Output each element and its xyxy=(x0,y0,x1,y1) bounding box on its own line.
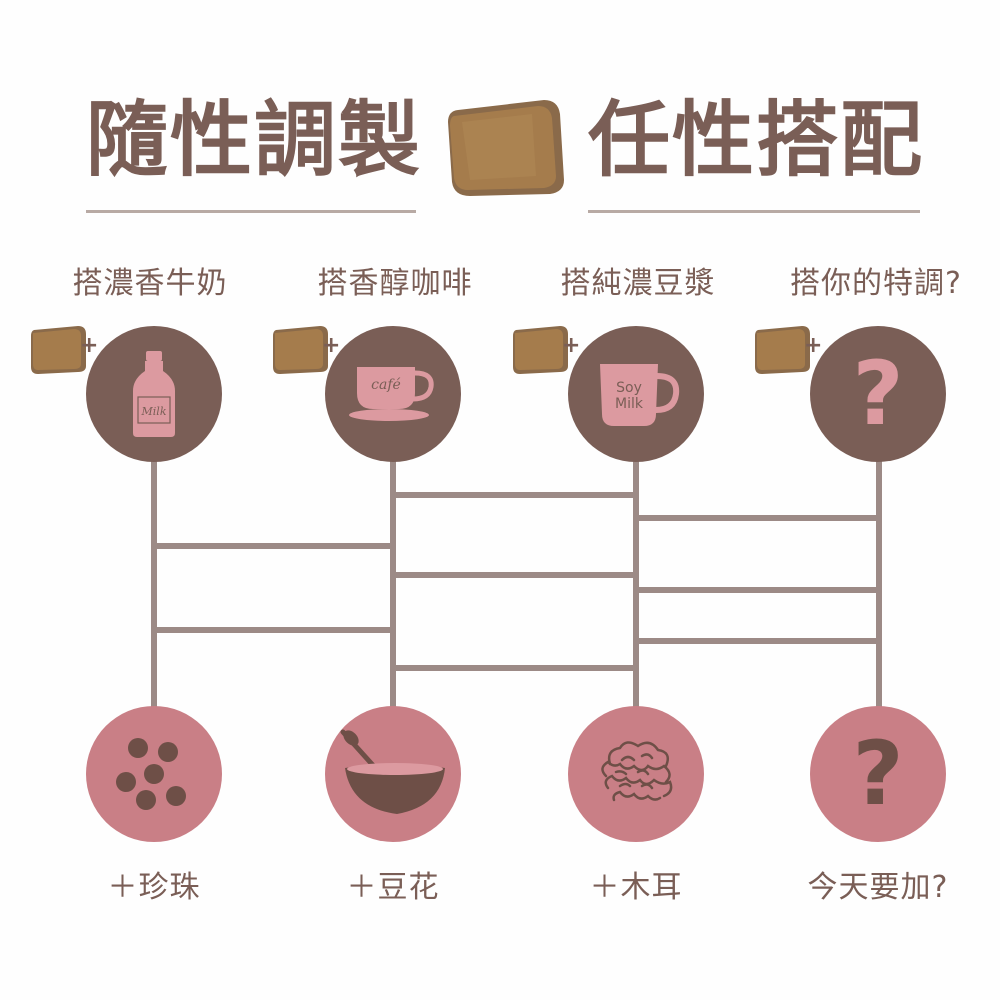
soy-mug-text-line1: Soy xyxy=(616,380,642,396)
brown-sugar-cube-icon xyxy=(448,100,564,196)
title-right-underline xyxy=(588,210,920,213)
topping-circle-wood-ear xyxy=(568,706,704,842)
title-left-underline xyxy=(86,210,416,213)
drink-label-soy: 搭純濃豆漿 xyxy=(560,266,716,301)
plus-sign: + xyxy=(562,333,581,358)
drink-circle-coffee: café xyxy=(325,326,461,462)
title-right: 任性搭配 xyxy=(588,93,925,188)
topping-circle-tofu-pudding xyxy=(325,706,461,842)
drink-label-coffee: 搭香醇咖啡 xyxy=(317,266,473,301)
topping-label-wood-ear: ＋木耳 xyxy=(589,870,683,905)
sugar-cube-small-icon xyxy=(31,326,86,374)
coffee-cup-text: café xyxy=(371,377,401,393)
plus-sign: + xyxy=(80,333,99,358)
drink-circle-milk: Milk xyxy=(86,326,222,462)
sugar-cube-small-icon xyxy=(755,326,810,374)
soy-milk-mug-icon: Soy Milk xyxy=(600,364,680,426)
tofu-pudding-bowl-icon xyxy=(340,729,445,814)
milk-bottle-icon: Milk xyxy=(133,351,175,437)
topping-circle-pearls xyxy=(86,706,222,842)
pearls-icon xyxy=(116,738,186,810)
topping-label-mystery: 今天要加? xyxy=(807,870,949,905)
topping-label-tofu-pudding: ＋豆花 xyxy=(346,870,440,905)
title-left: 隨性調製 xyxy=(86,93,423,188)
drink-circle-special: ? xyxy=(810,326,946,462)
plus-sign: + xyxy=(804,333,823,358)
sugar-cube-small-icon xyxy=(513,326,568,374)
wood-ear-fungus-icon xyxy=(601,741,673,802)
soy-mug-text-line2: Milk xyxy=(615,396,644,412)
question-mark-icon: ? xyxy=(852,722,904,825)
drink-circle-soy: Soy Milk xyxy=(568,326,704,462)
drink-label-milk: 搭濃香牛奶 xyxy=(72,266,228,301)
question-mark-icon: ? xyxy=(852,342,904,445)
sugar-cube-small-icon xyxy=(273,326,328,374)
plus-sign: + xyxy=(322,333,341,358)
topping-circle-mystery: ? xyxy=(810,706,946,842)
drink-label-special: 搭你的特調? xyxy=(790,266,962,301)
topping-label-pearls: ＋珍珠 xyxy=(107,870,201,905)
milk-bottle-text: Milk xyxy=(141,405,167,418)
coffee-cup-icon: café xyxy=(349,367,434,421)
